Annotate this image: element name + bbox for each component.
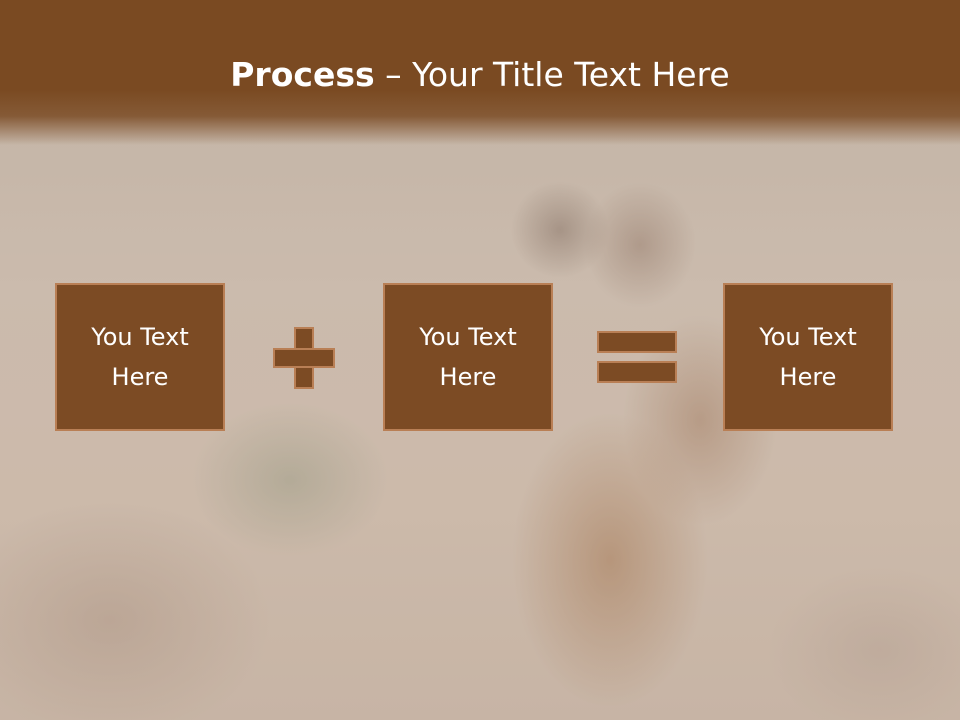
equals-icon-top-bar: [597, 331, 677, 353]
text-box-2-label: You Text Here: [398, 317, 538, 397]
text-box-1-line1: You Text: [91, 323, 189, 351]
text-box-2-line1: You Text: [419, 323, 517, 351]
plus-icon-center: [296, 350, 312, 366]
text-box-3-line2: Here: [779, 363, 837, 391]
text-box-1-label: You Text Here: [70, 317, 210, 397]
text-box-3-label: You Text Here: [738, 317, 878, 397]
equals-icon-bottom-bar: [597, 361, 677, 383]
slide-title[interactable]: Process – Your Title Text Here: [0, 52, 960, 98]
text-box-2[interactable]: You Text Here: [383, 283, 553, 431]
title-band: [0, 0, 960, 145]
plus-icon: [273, 327, 335, 389]
text-box-1-line2: Here: [111, 363, 169, 391]
title-bold: Process: [230, 55, 375, 94]
text-box-3-line1: You Text: [759, 323, 857, 351]
text-box-3[interactable]: You Text Here: [723, 283, 893, 431]
text-box-2-line2: Here: [439, 363, 497, 391]
text-box-1[interactable]: You Text Here: [55, 283, 225, 431]
equals-icon: [597, 331, 677, 385]
title-rest: – Your Title Text Here: [374, 55, 730, 94]
